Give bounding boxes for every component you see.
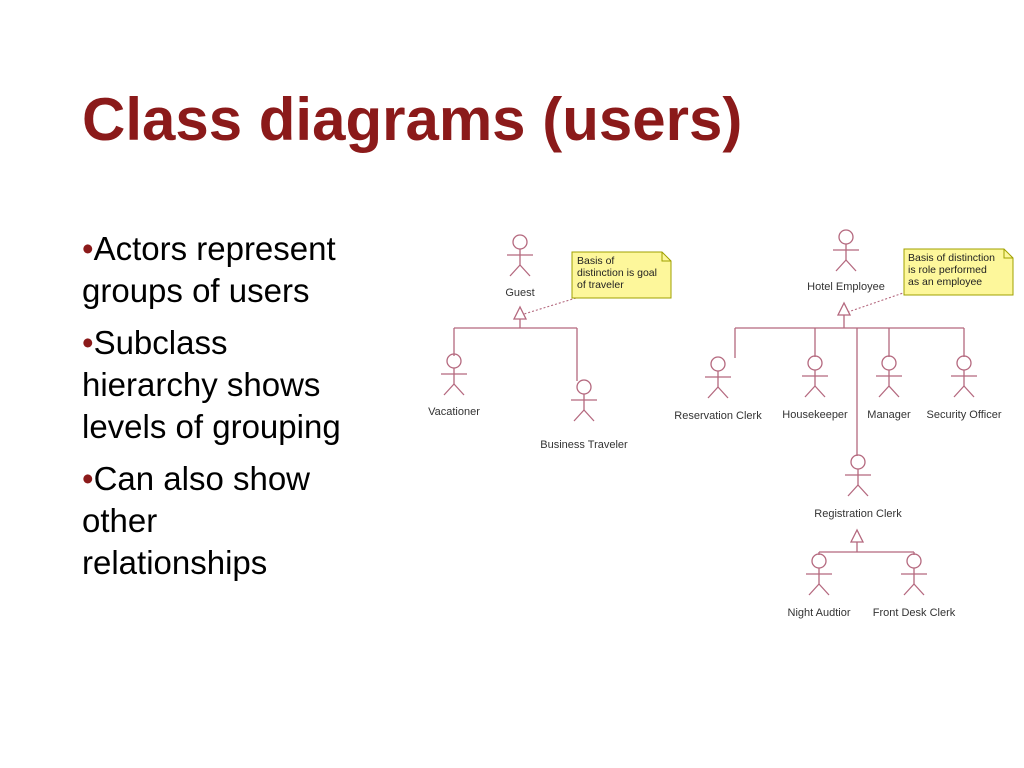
actor-stick-figure-icon [570,379,598,422]
bullet-dot-icon: • [82,230,94,267]
actor-label: Front Desk Clerk [873,607,956,619]
actor-label: Reservation Clerk [674,410,762,422]
actor-stick-figure-icon [844,454,872,497]
actor-business-traveler: Business Traveler [540,379,628,451]
note-guest: Basis of distinction is goal of traveler [571,251,672,299]
actor-label: Housekeeper [782,409,848,421]
actor-guest: Guest [505,234,535,299]
actor-label: Vacationer [428,406,480,418]
bullet-text: Actors represent [93,230,336,267]
note-line: of traveler [577,279,624,291]
actor-stick-figure-icon [440,353,468,396]
actor-registration-clerk: Registration Clerk [814,454,902,520]
generalization-arrow-icon [849,528,865,543]
actor-label: Manager [867,409,911,421]
bullet-list: •Actors represent groups of users •Subcl… [82,228,412,594]
actor-vacationer: Vacationer [428,353,480,418]
note-fold-icon [1003,249,1013,259]
actor-night-auditor: Night Audtior [788,553,851,619]
note-box [571,251,672,299]
note-line: Basis of distinction [908,252,995,264]
bullet-dot-icon: • [82,460,94,497]
bullet-text: Subclass [93,324,228,361]
bullet-actors: •Actors represent groups of users [82,228,412,312]
actor-hotel-employee: Hotel Employee [807,229,885,293]
bullet-dot-icon: • [82,324,94,361]
actor-label: Hotel Employee [807,281,885,293]
slide-title: Class diagrams (users) [82,86,743,153]
note-line: distinction is goal [577,267,657,279]
note-line: Basis of [577,255,614,267]
note-employee: Basis of distinction is role performed a… [903,248,1014,296]
actor-label: Guest [505,287,534,299]
bullet-subclass: •Subclass hierarchy shows levels of grou… [82,322,412,448]
actor-stick-figure-icon [506,234,534,277]
actor-reservation-clerk: Reservation Clerk [674,356,762,422]
generalization-arrows [512,301,865,543]
note-line: is role performed [908,264,987,276]
actor-stick-figure-icon [805,553,833,596]
actor-stick-figure-icon [875,355,903,398]
bullet-text: other [82,502,158,539]
actor-label: Night Audtior [788,607,851,619]
bullet-text: levels of grouping [82,408,341,445]
note-anchors [523,291,907,315]
bullet-text: hierarchy shows [82,366,321,403]
note-box [903,248,1014,296]
actor-stick-figure-icon [704,356,732,399]
actor-housekeeper: Housekeeper [782,355,848,421]
actor-label: Business Traveler [540,439,628,451]
bullet-text: groups of users [82,272,310,309]
actor-stick-figure-icon [950,355,978,398]
actor-security-officer: Security Officer [927,355,1002,421]
note-line: as an employee [908,276,982,288]
actor-label: Security Officer [927,409,1002,421]
actor-label: Registration Clerk [814,508,902,520]
connector-lines [453,315,965,555]
generalization-arrow-icon [512,305,528,320]
actor-front-desk-clerk: Front Desk Clerk [873,553,956,619]
bullet-text: relationships [82,544,268,581]
bullet-relationships: •Can also show other relationships [82,458,412,584]
actor-manager: Manager [867,355,911,421]
actor-stick-figure-icon [832,229,860,272]
actor-stick-figure-icon [801,355,829,398]
actor-stick-figure-icon [900,553,928,596]
bullet-text: Can also show [93,460,311,497]
generalization-arrow-icon [836,301,852,316]
note-fold-icon [661,252,671,262]
